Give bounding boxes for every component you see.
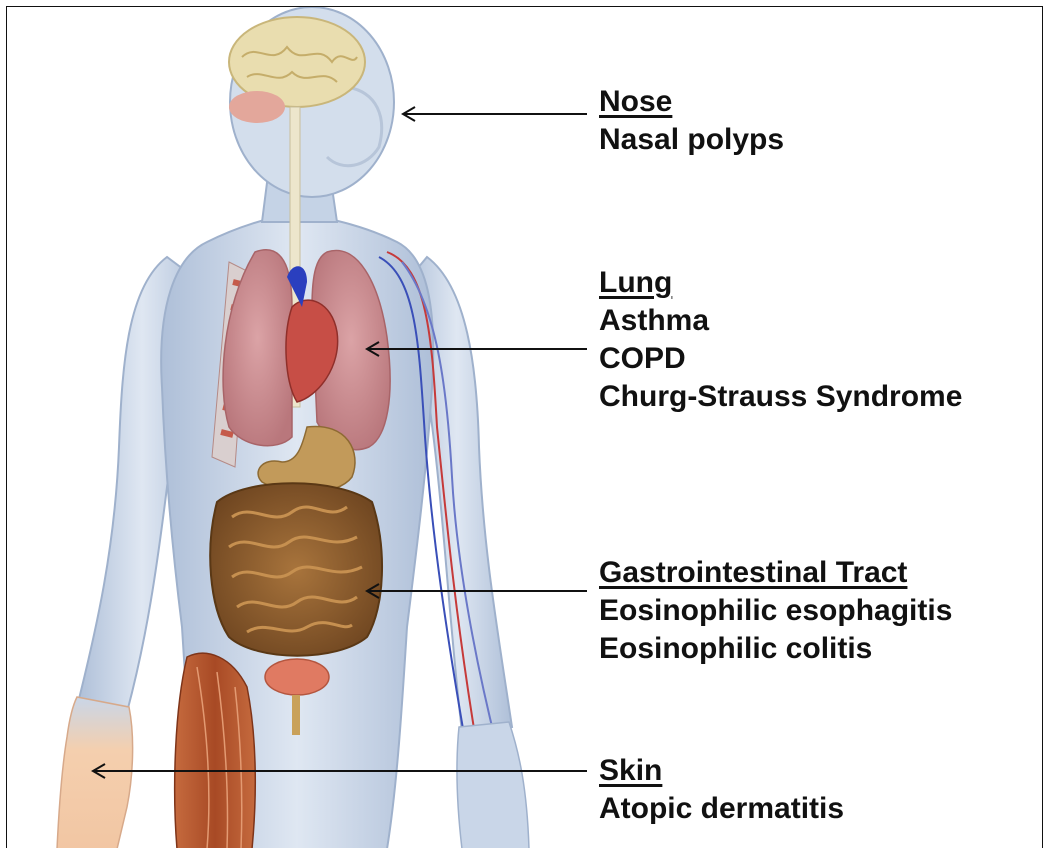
lung-label-block: Lung Asthma COPD Churg-Strauss Syndrome (599, 264, 962, 416)
human-body-illustration (7, 7, 1043, 848)
intestines-icon (210, 483, 382, 656)
skin-item-atopic-dermatitis: Atopic dermatitis (599, 790, 844, 828)
nose-item-nasal-polyps: Nasal polyps (599, 121, 784, 159)
diagram-frame: Nose Nasal polyps Lung Asthma COPD Churg… (6, 6, 1043, 848)
skin-label-block: Skin Atopic dermatitis (599, 752, 844, 828)
gi-label-block: Gastrointestinal Tract Eosinophilic esop… (599, 554, 952, 668)
thigh-muscle-icon (175, 653, 256, 848)
bladder-icon (265, 659, 329, 695)
lung-heading: Lung (599, 264, 962, 302)
gi-heading: Gastrointestinal Tract (599, 554, 952, 592)
lung-item-churg-strauss: Churg-Strauss Syndrome (599, 378, 962, 416)
lung-item-copd: COPD (599, 340, 962, 378)
gi-item-esophagitis: Eosinophilic esophagitis (599, 592, 952, 630)
nose-heading: Nose (599, 83, 784, 121)
right-hand-icon (457, 722, 529, 848)
urethra-icon (292, 695, 300, 735)
lung-item-asthma: Asthma (599, 302, 962, 340)
gi-item-colitis: Eosinophilic colitis (599, 630, 952, 668)
skin-heading: Skin (599, 752, 844, 790)
nose-label-block: Nose Nasal polyps (599, 83, 784, 159)
